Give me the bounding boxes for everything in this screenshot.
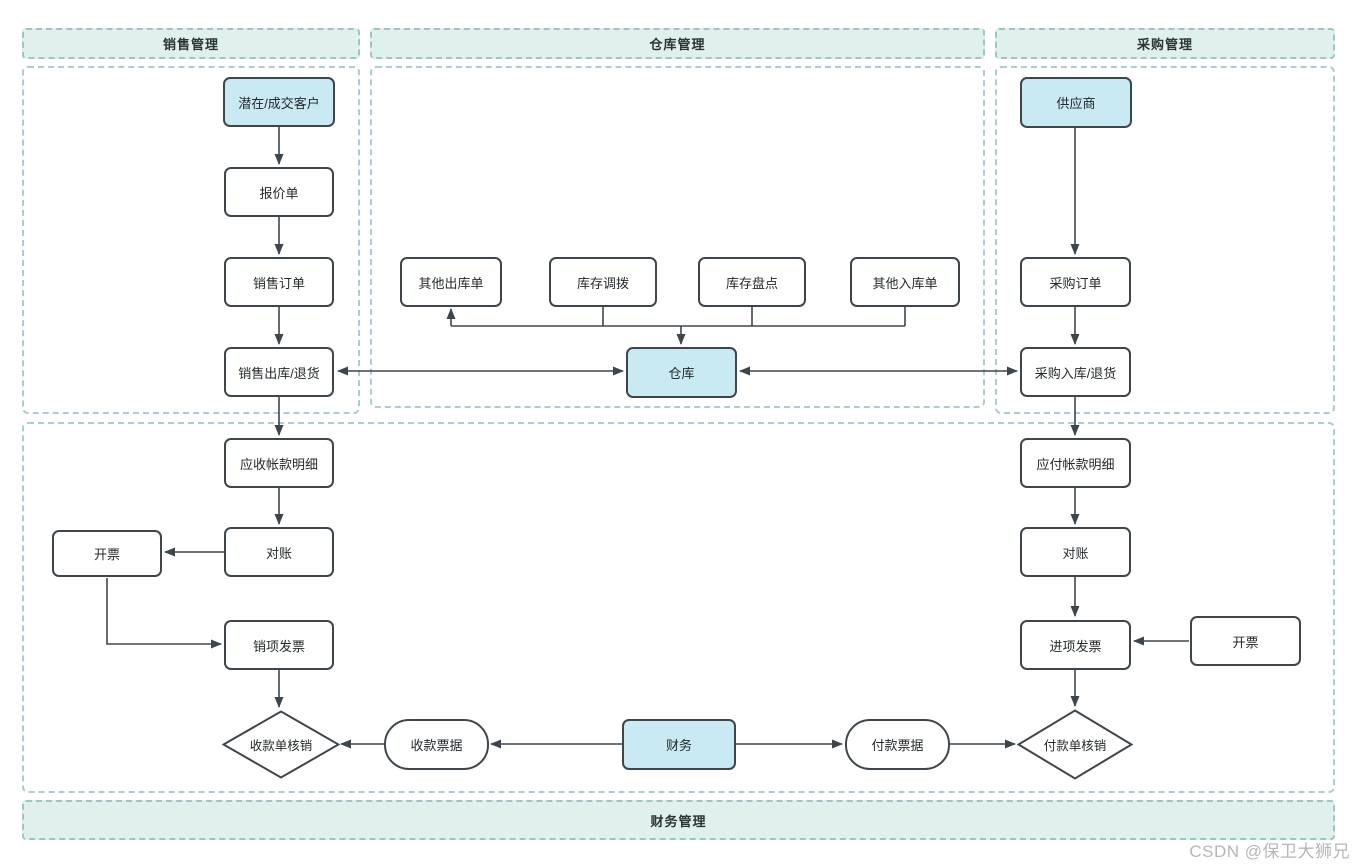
node-ar-detail: 应收帐款明细 — [224, 438, 334, 488]
node-ap-detail: 应付帐款明细 — [1020, 438, 1131, 488]
node-other-outbound: 其他出库单 — [400, 257, 502, 307]
lane-body-finance — [22, 422, 1335, 793]
node-finance: 财务 — [622, 719, 736, 770]
payment-writeoff-diamond-shape — [1017, 709, 1133, 780]
node-quotation: 报价单 — [224, 167, 334, 217]
lane-header-sales: 销售管理 — [22, 28, 360, 59]
lane-body-sales — [22, 66, 360, 414]
node-receipt-bill: 收款票据 — [384, 719, 489, 770]
node-invoice-left: 开票 — [52, 530, 162, 577]
node-other-inbound: 其他入库单 — [850, 257, 960, 307]
lane-header-finance: 财务管理 — [22, 800, 1335, 840]
receipt-writeoff-diamond-shape — [222, 710, 340, 779]
node-receipt-writeoff: 收款单核销 — [222, 710, 340, 779]
node-payment-writeoff-label: 付款单核销 — [1043, 739, 1107, 753]
node-warehouse: 仓库 — [626, 347, 737, 398]
node-sales-order: 销售订单 — [224, 257, 334, 307]
node-inventory-transfer: 库存调拨 — [549, 257, 657, 307]
lane-header-purchase: 采购管理 — [995, 28, 1335, 59]
node-purchase-inbound: 采购入库/退货 — [1020, 347, 1131, 397]
node-purchase-invoice: 进项发票 — [1020, 620, 1131, 670]
node-customer: 潜在/成交客户 — [223, 77, 335, 127]
node-receipt-writeoff-label: 收款单核销 — [249, 739, 313, 753]
node-supplier: 供应商 — [1020, 77, 1132, 128]
node-ar-reconcile: 对账 — [224, 527, 334, 577]
lane-header-warehouse: 仓库管理 — [370, 28, 985, 59]
node-ap-reconcile: 对账 — [1020, 527, 1131, 577]
node-inventory-count: 库存盘点 — [698, 257, 806, 307]
node-payment-writeoff: 付款单核销 — [1017, 709, 1133, 780]
node-invoice-right: 开票 — [1190, 616, 1301, 666]
lane-body-purchase — [995, 66, 1335, 414]
node-sales-outbound: 销售出库/退货 — [224, 347, 334, 397]
lane-body-warehouse — [370, 66, 985, 408]
csdn-watermark: CSDN @保卫大狮兄 — [1189, 842, 1350, 861]
node-purchase-order: 采购订单 — [1020, 257, 1131, 307]
node-payment-bill: 付款票据 — [845, 719, 950, 770]
node-sales-invoice: 销项发票 — [224, 620, 334, 670]
